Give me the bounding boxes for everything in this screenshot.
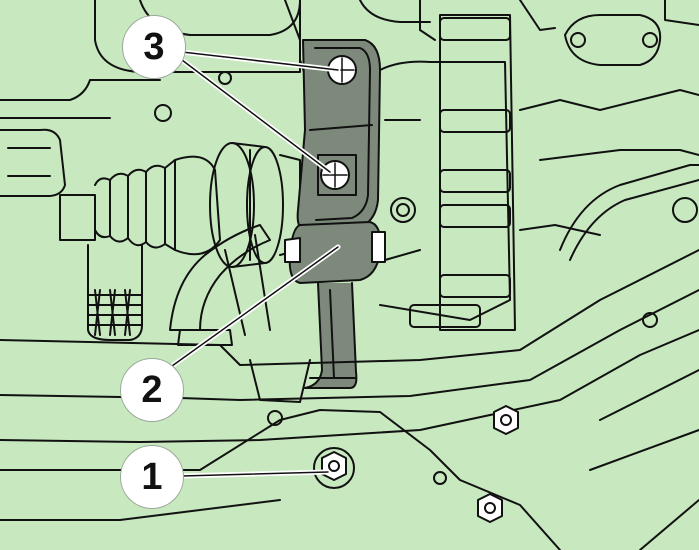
subframe-bolt-extra (477, 405, 519, 523)
engine-block-outline (0, 0, 436, 122)
leader-lines-core (171, 51, 339, 477)
upper-bolt-lower (317, 154, 357, 196)
callout-3: 3 (123, 16, 185, 78)
gearbox-housing (379, 14, 516, 331)
bracket-arm (169, 224, 271, 346)
braided-hose (87, 244, 143, 341)
upper-mount (296, 39, 381, 233)
callout-1: 1 (121, 446, 183, 508)
right-structure (519, 89, 699, 261)
top-right-flange (519, 0, 699, 66)
callout-2: 2 (121, 359, 183, 421)
